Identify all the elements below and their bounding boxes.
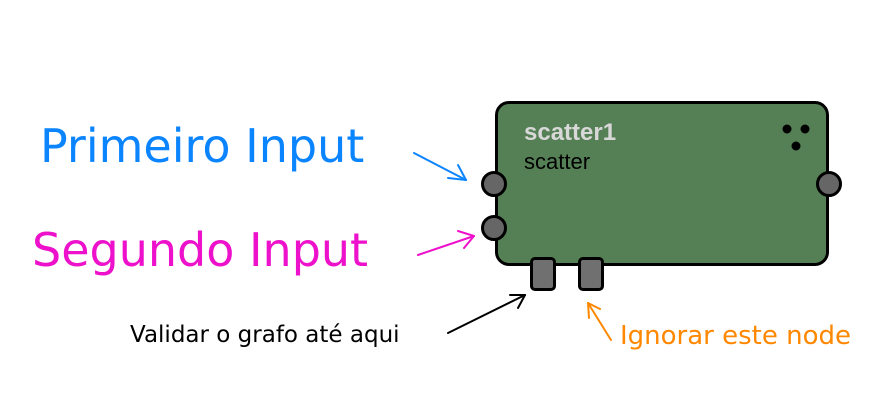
node-name: scatter1	[524, 119, 617, 146]
scatter-node[interactable]	[495, 101, 829, 266]
second-input-label: Segundo Input	[32, 223, 369, 277]
input-port-1[interactable]	[481, 171, 507, 197]
arrow-first-input	[413, 152, 467, 181]
display-flag-label: Validar o grafo até aqui	[130, 322, 400, 348]
arrow-second-input	[417, 230, 475, 256]
bypass-flag-label: Ignorar este node	[620, 321, 852, 351]
bypass-flag-button[interactable]	[578, 257, 604, 291]
arrow-bypass-flag	[587, 302, 612, 341]
display-flag-button[interactable]	[530, 257, 556, 291]
node-type: scatter	[524, 149, 591, 174]
output-port[interactable]	[816, 171, 842, 197]
first-input-label: Primeiro Input	[40, 119, 365, 173]
input-port-2[interactable]	[481, 215, 507, 241]
scatter-dots-icon	[782, 124, 810, 151]
arrow-display-flag	[447, 294, 526, 334]
